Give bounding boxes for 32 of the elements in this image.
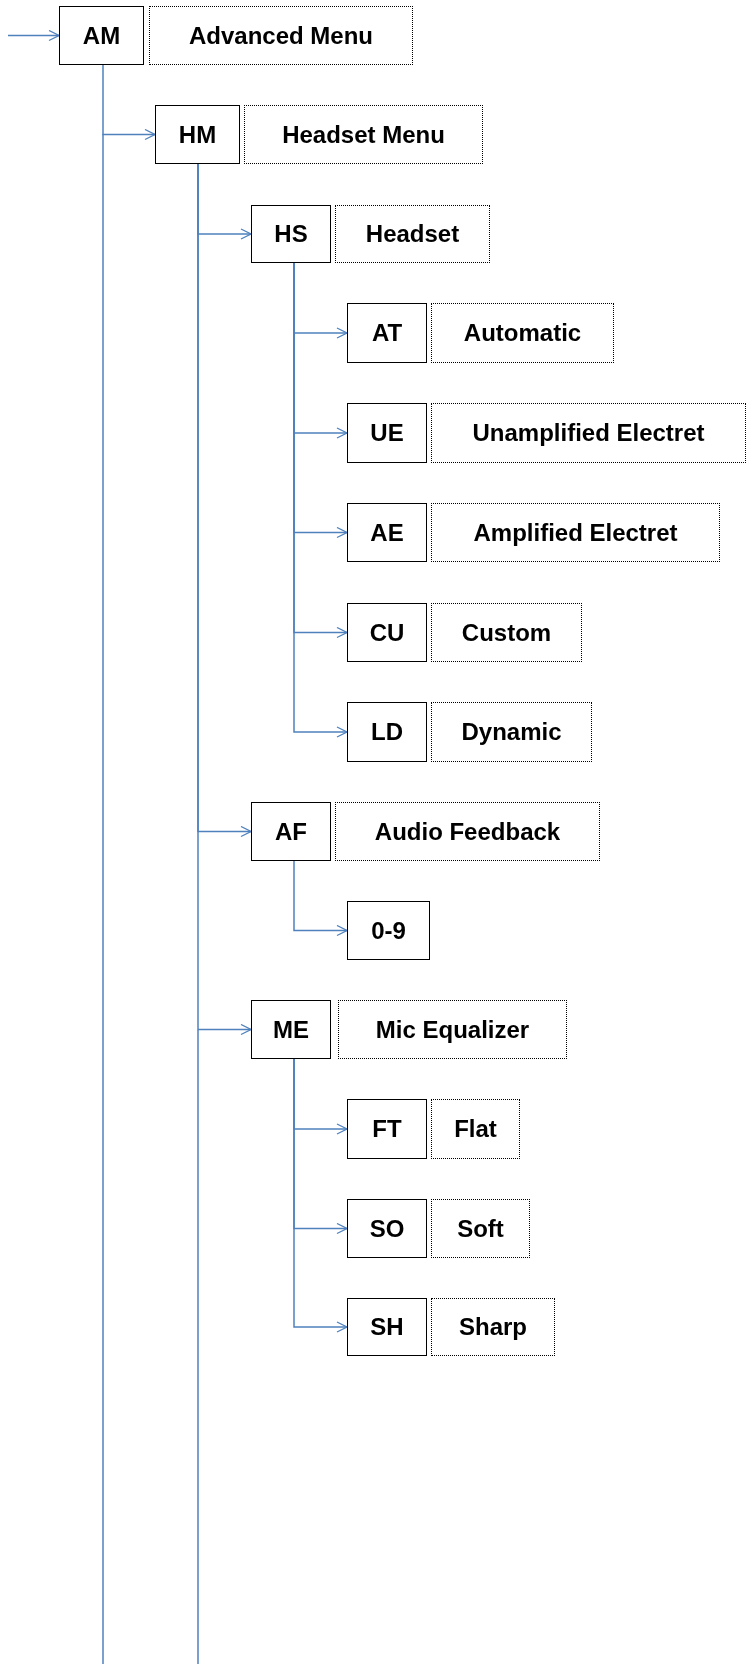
arrow xyxy=(293,1058,348,1333)
menu-name-box: Advanced Menu xyxy=(149,6,413,65)
menu-name-box: Soft xyxy=(431,1199,530,1258)
menu-code-box: FT xyxy=(347,1099,427,1159)
menu-code-box: ME xyxy=(251,1000,331,1059)
menu-name-box: Amplified Electret xyxy=(431,503,720,562)
menu-code-box: LD xyxy=(347,702,427,762)
menu-code-box: HS xyxy=(251,205,331,263)
arrow xyxy=(197,163,252,1036)
arrow xyxy=(7,29,60,42)
menu-name-box: Sharp xyxy=(431,1298,555,1356)
menu-code-box: AF xyxy=(251,802,331,861)
menu-code-box: AT xyxy=(347,303,427,363)
menu-code-box: SO xyxy=(347,1199,427,1258)
menu-name-box: Audio Feedback xyxy=(335,802,600,861)
menu-code-box: 0-9 xyxy=(347,901,430,960)
menu-code-box: HM xyxy=(155,105,240,164)
menu-code-box: CU xyxy=(347,603,427,662)
menu-name-box: Headset Menu xyxy=(244,105,483,164)
menu-code-box: AE xyxy=(347,503,427,562)
menu-name-box: Custom xyxy=(431,603,582,662)
menu-code-box: SH xyxy=(347,1298,427,1356)
menu-name-box: Mic Equalizer xyxy=(338,1000,567,1059)
menu-name-box: Flat xyxy=(431,1099,520,1159)
menu-name-box: Automatic xyxy=(431,303,614,363)
menu-code-box: UE xyxy=(347,403,427,463)
menu-name-box: Unamplified Electret xyxy=(431,403,746,463)
menu-code-box: AM xyxy=(59,6,144,65)
menu-name-box: Headset xyxy=(335,205,490,263)
arrow xyxy=(293,860,348,937)
menu-name-box: Dynamic xyxy=(431,702,592,762)
arrow xyxy=(102,64,156,141)
